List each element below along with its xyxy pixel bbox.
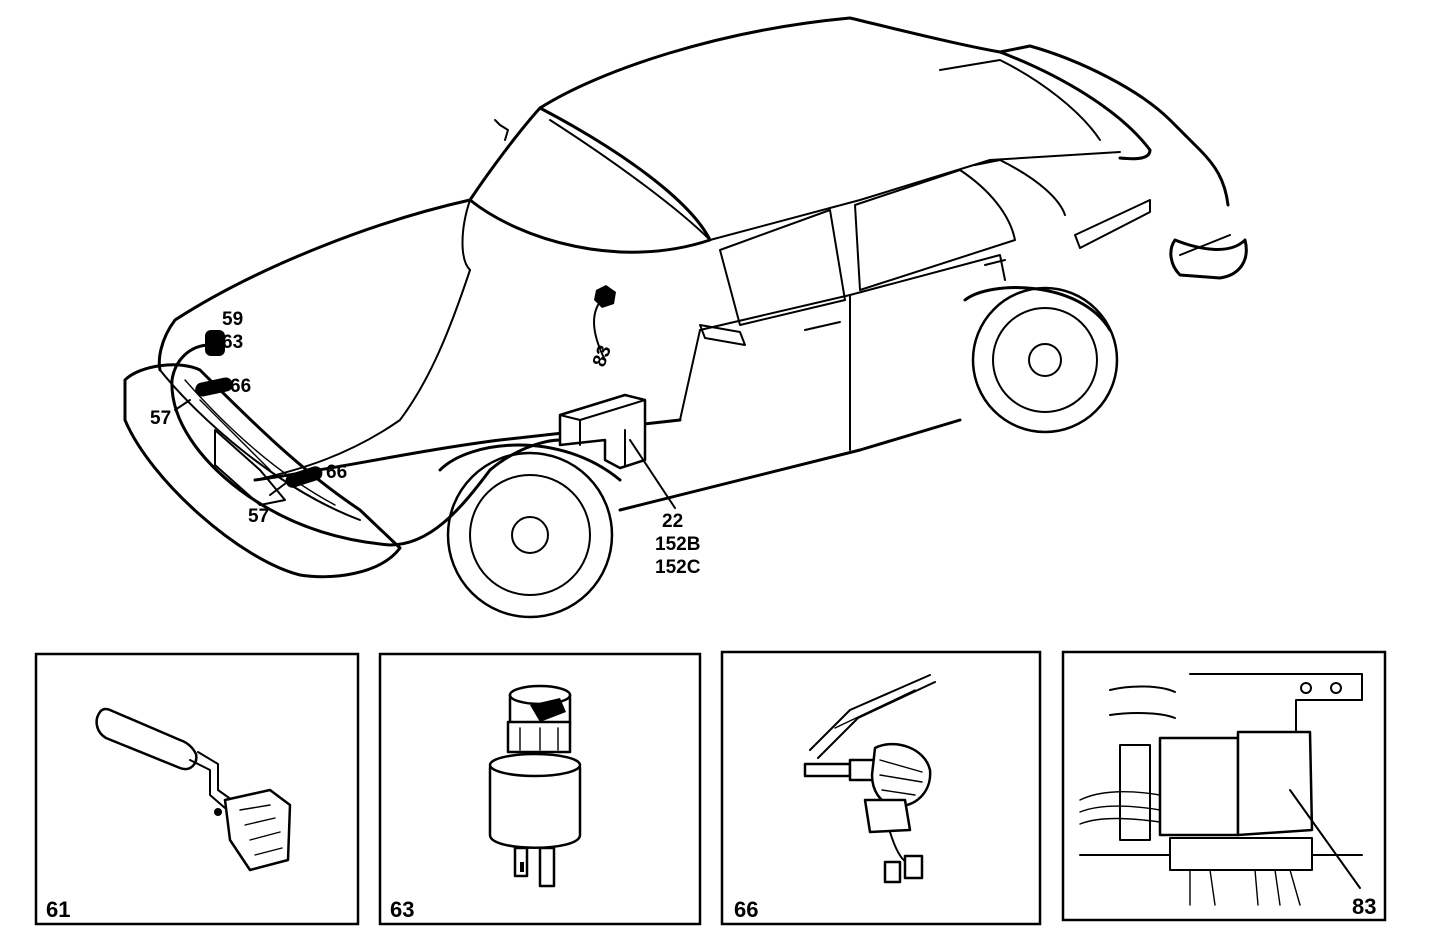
control-box-22 <box>558 393 647 470</box>
callout-152c: 152C <box>655 557 701 578</box>
callout-63: 63 <box>222 332 243 353</box>
callout-22: 22 <box>662 511 683 532</box>
car-illustration <box>123 16 1248 619</box>
panel-number-61: 61 <box>46 897 70 922</box>
panel-number-66: 66 <box>734 897 758 922</box>
control-unit-icon <box>1079 673 1363 906</box>
leader-22 <box>629 439 676 509</box>
component-66-lower <box>285 466 323 488</box>
callout-59: 59 <box>222 309 243 330</box>
panel-number-63: 63 <box>390 897 414 922</box>
callout-66-lower: 66 <box>326 462 347 483</box>
washer-pump-icon <box>803 674 936 884</box>
component-66-front <box>195 377 233 397</box>
component-59-63 <box>205 330 225 356</box>
stalk-switch-icon <box>95 707 292 872</box>
callout-57-upper: 57 <box>150 408 171 429</box>
detail-panel-66: 66 <box>720 650 1042 926</box>
detail-panel-83: 83 <box>1061 650 1387 922</box>
component-83-plug: 83 <box>589 285 616 370</box>
callout-66-upper: 66 <box>230 376 251 397</box>
callout-57-lower: 57 <box>248 506 269 527</box>
detail-panel-63: 63 <box>378 652 702 926</box>
relay-icon <box>488 684 582 888</box>
callout-152b: 152B <box>655 534 700 555</box>
panel-number-83: 83 <box>1352 894 1376 919</box>
detail-panel-61: 61 <box>34 652 360 926</box>
harness-label-83: 83 <box>589 343 616 370</box>
